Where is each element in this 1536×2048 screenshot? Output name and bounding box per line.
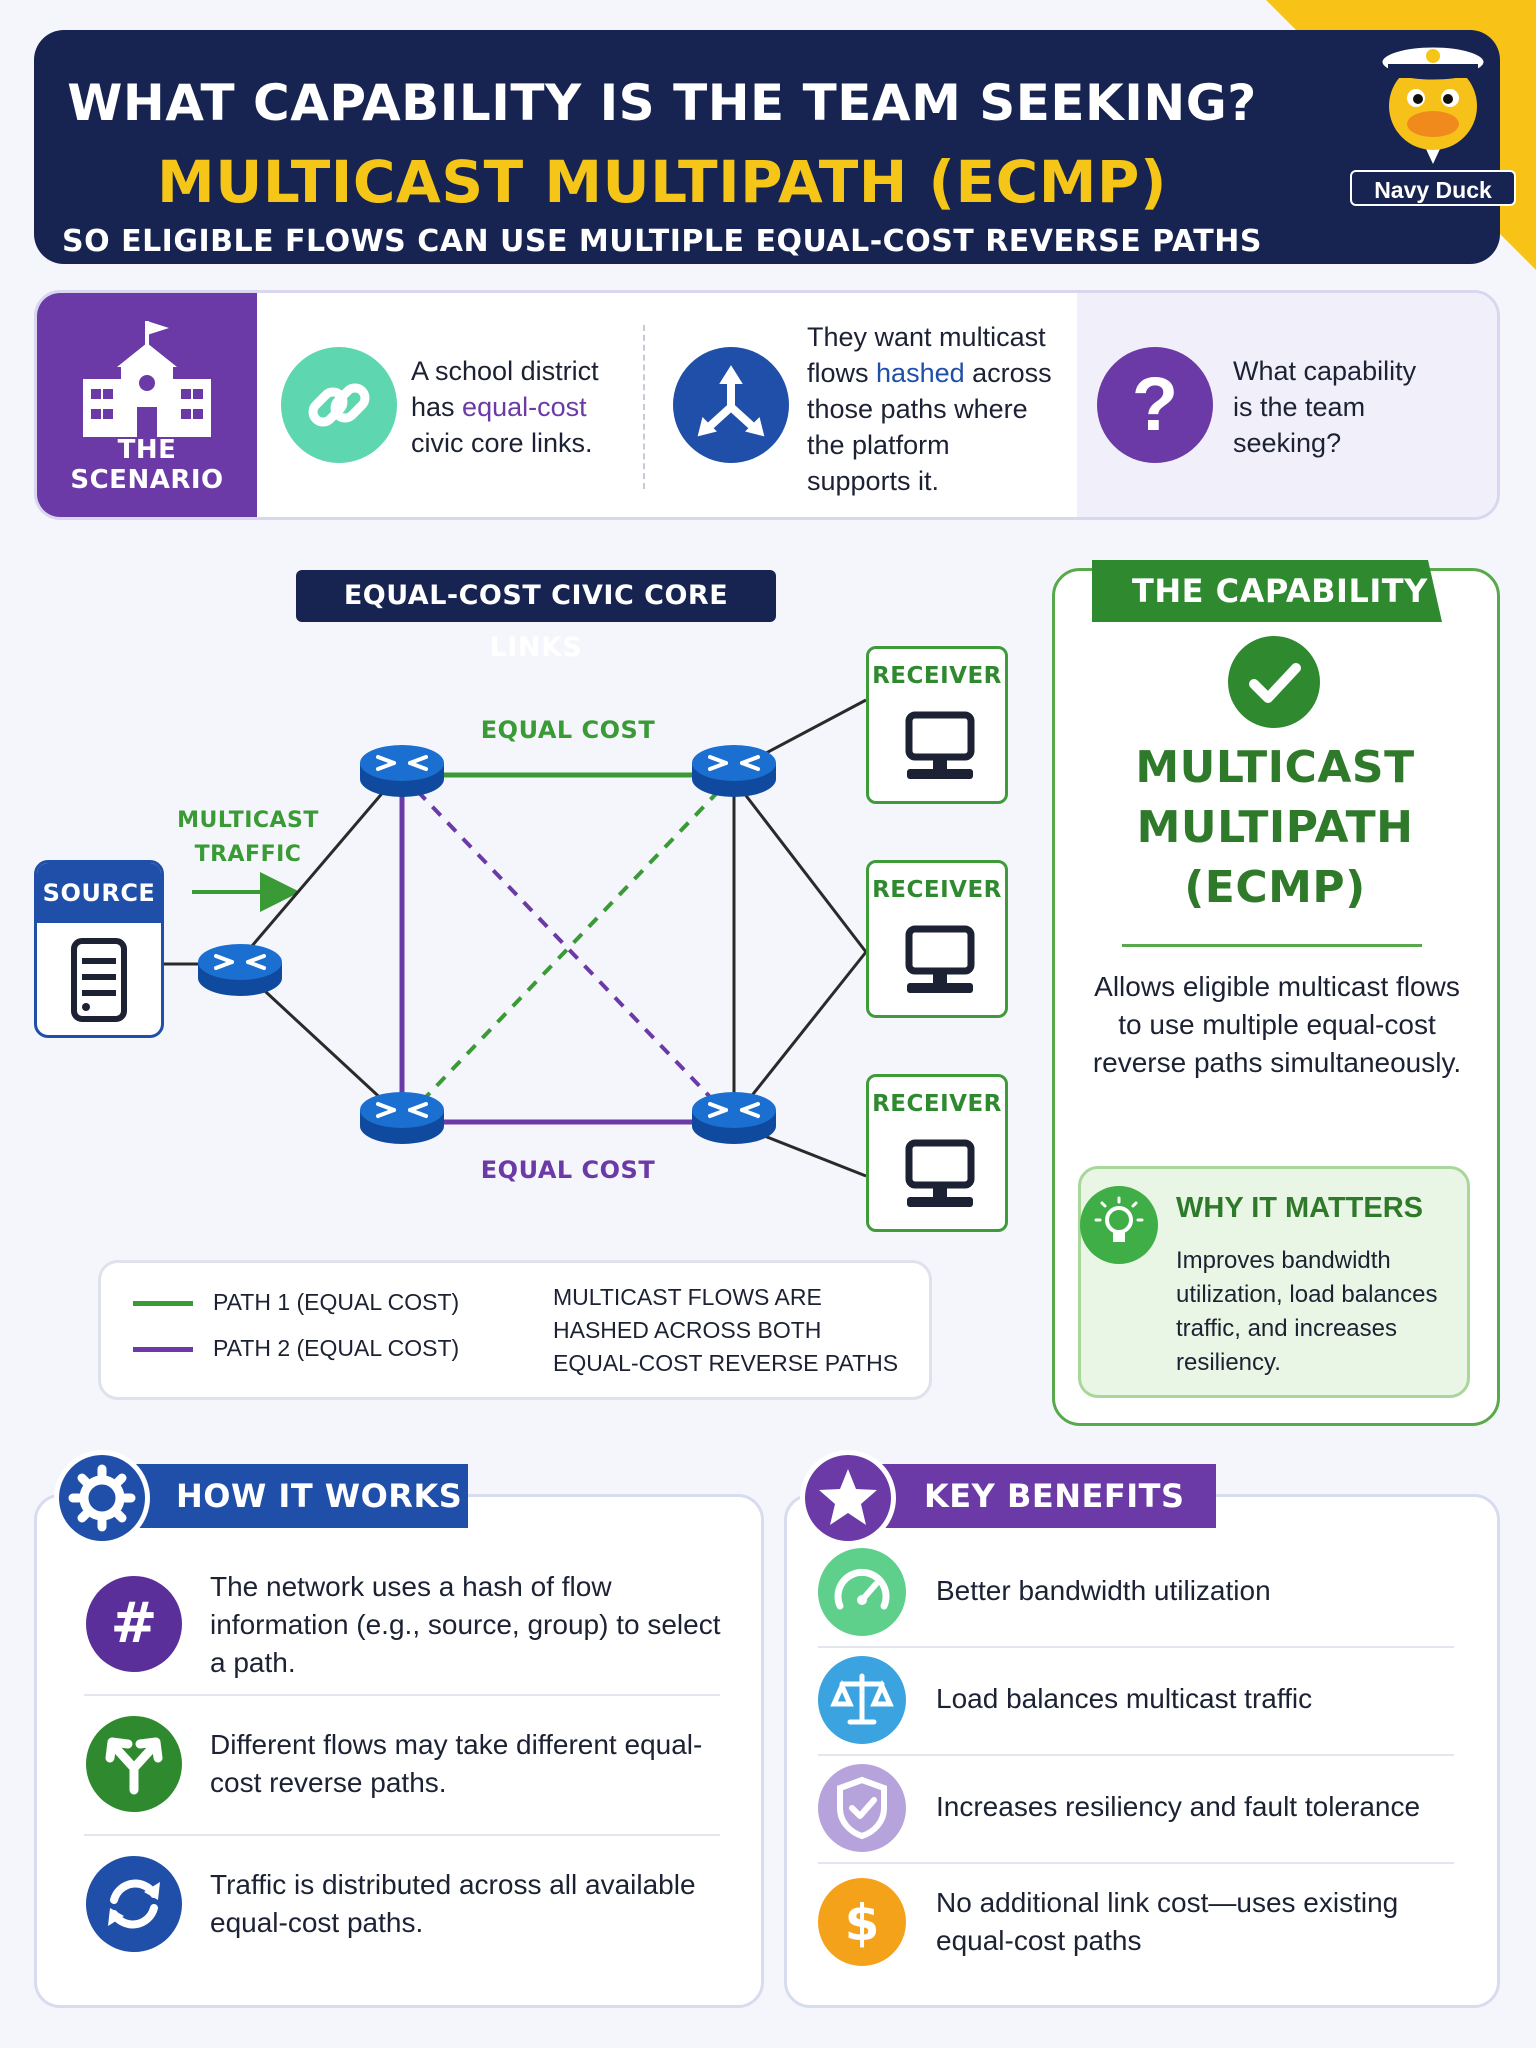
bottom-link-label: EQUAL COST bbox=[480, 1156, 656, 1184]
computer-icon bbox=[905, 925, 975, 993]
source-box: SOURCE bbox=[34, 860, 164, 1038]
header-answer: MULTICAST MULTIPATH (ECMP) bbox=[157, 148, 1167, 216]
scenario-badge-label: THE SCENARIO bbox=[70, 435, 224, 495]
refresh-icon bbox=[86, 1856, 182, 1952]
gear-icon bbox=[54, 1450, 150, 1546]
link-entry-top bbox=[238, 769, 404, 961]
scenario-divider bbox=[643, 325, 645, 489]
svg-text:$: $ bbox=[845, 1894, 880, 1952]
router-bottom-left-icon bbox=[360, 1092, 444, 1144]
capability-description: Allows eligible multicast flows to use m… bbox=[1092, 971, 1462, 1078]
how-separator-2 bbox=[84, 1834, 720, 1836]
path1-diagonal-link bbox=[400, 773, 736, 1124]
benefit-1-text: Better bandwidth utilization bbox=[936, 1575, 1271, 1606]
speedometer-icon bbox=[818, 1548, 906, 1636]
mascot-label: Navy Duck bbox=[1350, 170, 1516, 206]
header-subtitle: SO ELIGIBLE FLOWS CAN USE MULTIPLE EQUAL… bbox=[62, 224, 1262, 259]
receiver-1-label: RECEIVER bbox=[872, 663, 1002, 689]
lightbulb-icon bbox=[1080, 1186, 1158, 1264]
benefit-2-text: Load balances multicast traffic bbox=[936, 1683, 1313, 1714]
legend-path2-swatch bbox=[133, 1347, 193, 1352]
benefit-separator-3 bbox=[818, 1862, 1454, 1864]
how-separator-1 bbox=[84, 1694, 720, 1696]
computer-icon bbox=[905, 711, 975, 779]
computer-icon bbox=[905, 1139, 975, 1207]
benefit-3-text: Increases resiliency and fault tolerance bbox=[936, 1791, 1421, 1822]
question-mark-icon: ? bbox=[1097, 347, 1213, 463]
link-receiver-2a bbox=[732, 779, 868, 953]
svg-text:#: # bbox=[111, 1591, 158, 1656]
receiver-2: RECEIVER bbox=[866, 860, 1008, 1018]
scenario-item-3: What capability is the team seeking? bbox=[1233, 356, 1417, 458]
balance-scale-icon bbox=[818, 1656, 906, 1744]
scenario-item-2: They want multicast flows hashed across … bbox=[807, 322, 1052, 496]
why-it-matters-title: WHY IT MATTERS bbox=[1176, 1192, 1424, 1224]
top-link-label: EQUAL COST bbox=[480, 716, 656, 744]
header-banner: WHAT CAPABILITY IS THE TEAM SEEKING? MUL… bbox=[34, 30, 1500, 264]
source-label: SOURCE bbox=[37, 863, 161, 923]
check-circle-icon bbox=[1228, 636, 1320, 728]
dollar-icon: $ bbox=[818, 1878, 906, 1966]
capability-divider bbox=[1122, 944, 1422, 947]
how-it-works-banner: HOW IT WORKS bbox=[98, 1464, 468, 1528]
benefit-separator-2 bbox=[818, 1754, 1454, 1756]
scenario-badge: THE SCENARIO bbox=[37, 293, 257, 517]
why-it-matters-body: Improves bandwidth utilization, load bal… bbox=[1176, 1247, 1438, 1376]
network-split-icon bbox=[673, 347, 789, 463]
link-entry-bottom bbox=[238, 966, 404, 1120]
how-step-1-text: The network uses a hash of flow informat… bbox=[210, 1571, 721, 1678]
receiver-3: RECEIVER bbox=[866, 1074, 1008, 1232]
legend-path1-label: PATH 1 (EQUAL COST) bbox=[213, 1289, 460, 1315]
router-top-right-icon bbox=[692, 745, 776, 797]
path2-diagonal-link bbox=[400, 773, 736, 1124]
receiver-1: RECEIVER bbox=[866, 646, 1008, 804]
link-receiver-2b bbox=[732, 951, 868, 1119]
diagram-title: EQUAL-COST CIVIC CORE LINKS bbox=[296, 570, 776, 663]
scenario-panel: THE SCENARIO A school district has equal… bbox=[34, 290, 1500, 520]
network-diagram bbox=[164, 698, 868, 1178]
scenario-item-1: A school district has equal-cost civic c… bbox=[411, 356, 599, 458]
router-bottom-right-icon bbox=[692, 1092, 776, 1144]
receiver-2-label: RECEIVER bbox=[872, 877, 1002, 903]
benefit-4-text: No additional link cost—uses existing eq… bbox=[936, 1887, 1399, 1956]
star-icon bbox=[800, 1450, 896, 1546]
header-question: WHAT CAPABILITY IS THE TEAM SEEKING? bbox=[67, 74, 1257, 132]
receiver-3-label: RECEIVER bbox=[872, 1091, 1002, 1117]
school-building-icon bbox=[83, 321, 211, 437]
legend-path1-swatch bbox=[133, 1301, 193, 1306]
legend-path2-label: PATH 2 (EQUAL COST) bbox=[213, 1335, 460, 1361]
how-step-3-text: Traffic is distributed across all availa… bbox=[210, 1869, 696, 1938]
benefit-separator-1 bbox=[818, 1646, 1454, 1648]
key-benefits-banner: KEY BENEFITS bbox=[846, 1464, 1216, 1528]
how-step-2-text: Different flows may take different equal… bbox=[210, 1729, 703, 1798]
router-top-left-icon bbox=[360, 745, 444, 797]
link-chain-icon bbox=[281, 347, 397, 463]
split-arrow-icon bbox=[86, 1716, 182, 1812]
server-icon bbox=[71, 938, 127, 1022]
diagram-legend: PATH 1 (EQUAL COST) PATH 2 (EQUAL COST) … bbox=[98, 1260, 932, 1400]
hash-icon: # bbox=[86, 1576, 182, 1672]
shield-check-icon bbox=[818, 1764, 906, 1852]
scenario-question-area: ? What capability is the team seeking? bbox=[1077, 293, 1497, 517]
router-entry-icon bbox=[198, 944, 282, 996]
capability-banner: THE CAPABILITY bbox=[1092, 560, 1442, 622]
